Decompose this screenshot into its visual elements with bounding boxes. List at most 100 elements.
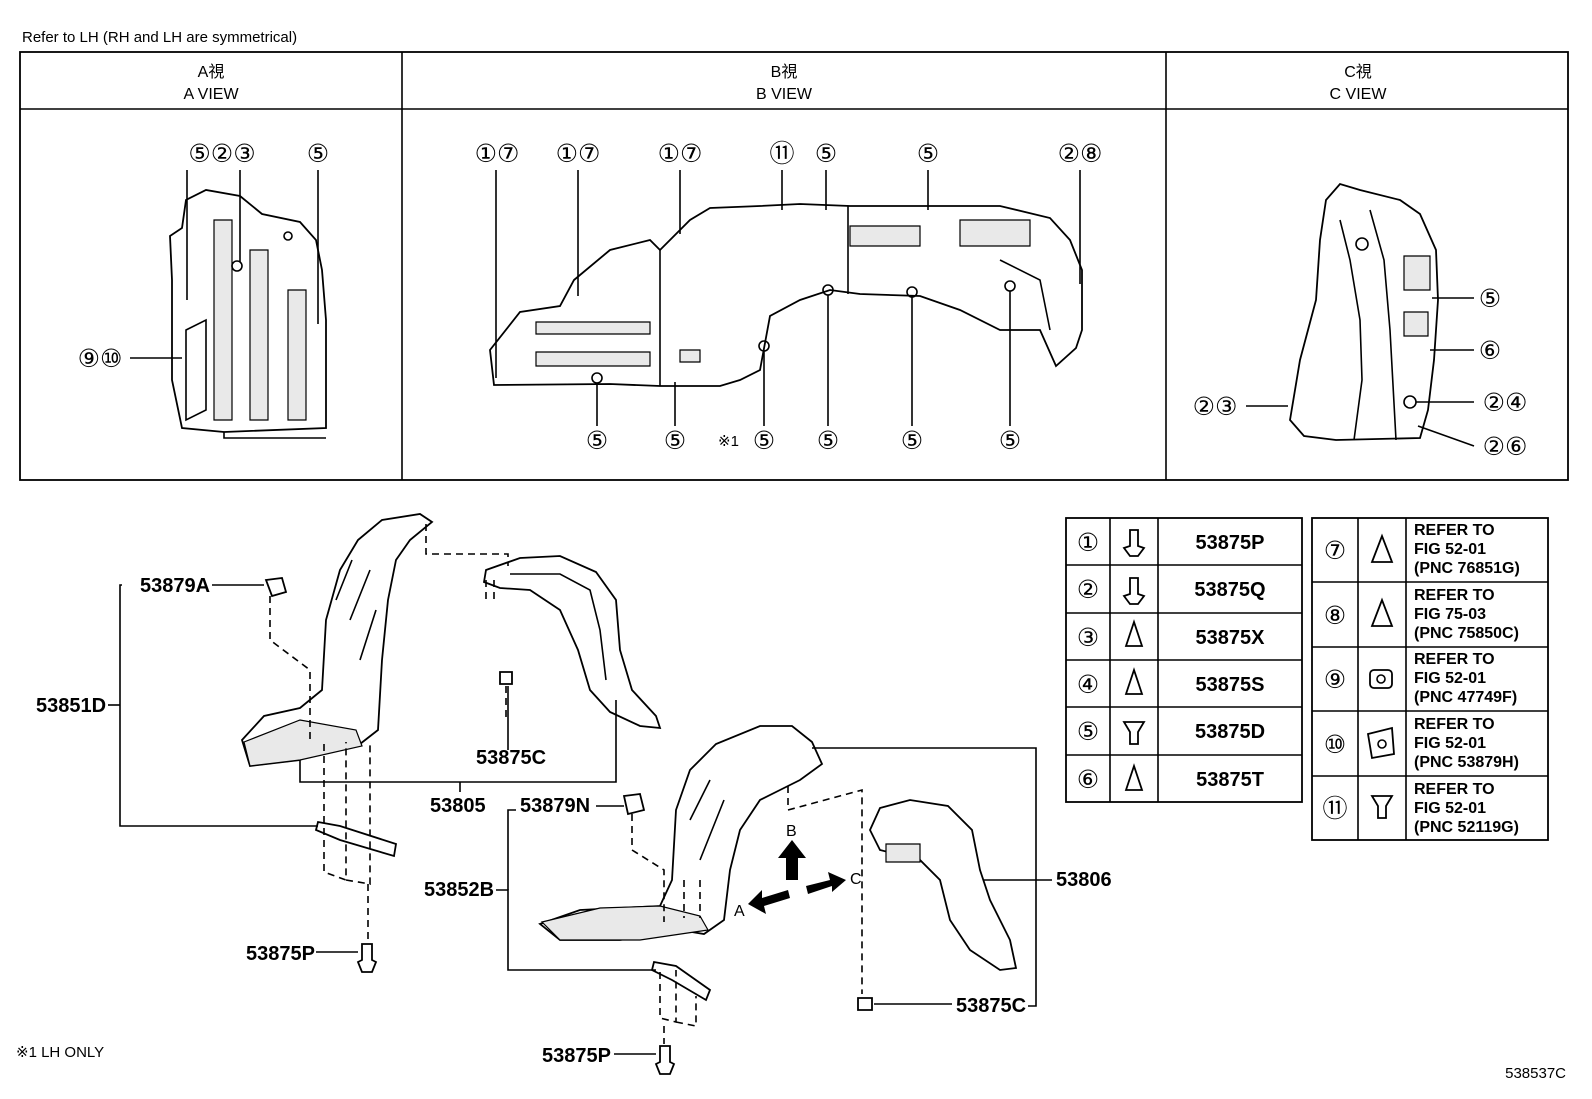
a-callout-523: ⑤②③: [188, 139, 255, 168]
fastener-clip-icon: [1124, 763, 1144, 791]
fastener-screw-icon: [1370, 795, 1394, 819]
front-liner-rear: [482, 555, 662, 730]
b-callout-11: ⑪: [769, 139, 794, 168]
b-view-jp: B視: [771, 63, 798, 81]
legend-ref-7-l1: REFER TO: [1414, 522, 1495, 539]
b-callout-17-a: ①⑦: [475, 139, 520, 168]
legend-ref-10-l2: FIG 52-01: [1414, 735, 1486, 752]
legend-num-7: ⑦: [1324, 536, 1346, 565]
label-53875c-upper: 53875C: [476, 747, 546, 769]
bracket-rear-lower: [650, 960, 712, 1002]
clip-53879a: [264, 577, 288, 598]
bracket-front-lower: [314, 820, 398, 858]
label-53806: 53806: [1056, 869, 1112, 891]
legend-num-11: ⑪: [1322, 794, 1347, 823]
view-table-border: [19, 51, 1569, 481]
legend-pn-4: 53875S: [1196, 674, 1265, 696]
note-lh-only: ※1 LH ONLY: [16, 1044, 104, 1061]
legend-ref-8-l3: (PNC 75850C): [1414, 625, 1519, 642]
b-callout-5-top-a: ⑤: [815, 139, 837, 168]
legend-ref-10-l3: (PNC 53879H): [1414, 754, 1519, 771]
legend-table-fasteners: ① ② ③ ④ ⑤ ⑥ 53875P 53875Q 53875X 53875S …: [1065, 517, 1303, 803]
arrow-c-right: [806, 872, 846, 894]
c-view-en: C VIEW: [1330, 86, 1388, 103]
legend-num-10: ⑩: [1324, 730, 1346, 759]
clip-53879n: [622, 793, 646, 816]
b-callout-17-b: ①⑦: [556, 139, 601, 168]
label-53879n: 53879N: [520, 795, 590, 817]
b-callout-17-c: ①⑦: [658, 139, 703, 168]
fastener-clip-icon: [1124, 619, 1144, 647]
b-view-liner-shape: [489, 203, 1083, 387]
legend-num-2: ②: [1077, 575, 1099, 604]
label-53875p-lower: 53875P: [542, 1045, 611, 1067]
legend-ref-8-l2: FIG 75-03: [1414, 606, 1486, 623]
a-callout-5: ⑤: [307, 139, 329, 168]
legend-ref-10-l1: REFER TO: [1414, 716, 1495, 733]
legend-pn-6: 53875T: [1196, 769, 1264, 791]
b-lh-mark: ※1: [718, 433, 739, 450]
diagram-code: 538537C: [1505, 1065, 1566, 1082]
legend-num-9: ⑨: [1324, 665, 1346, 694]
legend-ref-9-l3: (PNC 47749F): [1414, 689, 1517, 706]
c-callout-6: ⑥: [1479, 336, 1501, 365]
a-view-en: A VIEW: [183, 86, 239, 103]
c-callout-5: ⑤: [1479, 284, 1501, 313]
legend-ref-11-l3: (PNC 52119G): [1414, 819, 1519, 836]
legend-num-6: ⑥: [1077, 765, 1099, 794]
c-callout-26: ②⑥: [1483, 432, 1528, 461]
label-53852b: 53852B: [424, 879, 494, 901]
b-view-en: B VIEW: [756, 86, 813, 103]
bolt-53875c-lower: [857, 997, 873, 1011]
arrow-b-up: [778, 840, 806, 880]
fastener-bolt-icon: [1122, 577, 1146, 605]
legend-num-8: ⑧: [1324, 601, 1346, 630]
b-callout-28: ②⑧: [1058, 139, 1103, 168]
b-callout-5-top-b: ⑤: [917, 139, 939, 168]
legend-ref-9-l2: FIG 52-01: [1414, 670, 1486, 687]
a-view-jp: A視: [198, 63, 225, 81]
exploded-view: B A C 53879A 53851D 53875C 53805 53879N …: [36, 513, 1112, 1075]
a-view-liner-shape: [169, 189, 327, 433]
bolt-53875p-left: [356, 943, 378, 973]
b-callout-5-bot-6: ⑤: [999, 426, 1021, 455]
b-callout-5-bot-3: ⑤: [753, 426, 775, 455]
c-view-drawing: ⑤ ⑥ ②④ ②⑥ ②③: [1193, 182, 1528, 461]
arrow-label-b: B: [786, 823, 797, 840]
b-callout-5-bot-2: ⑤: [664, 426, 686, 455]
arrow-a-left: [748, 890, 790, 914]
note-top: Refer to LH (RH and LH are symmetrical): [22, 29, 297, 46]
label-53805: 53805: [430, 795, 486, 817]
legend-pn-5: 53875D: [1195, 721, 1265, 743]
label-53851d: 53851D: [36, 695, 106, 717]
bolt-53875c-upper: [499, 671, 513, 685]
rear-liner-rear: [869, 799, 1018, 971]
legend-pn-3: 53875X: [1196, 627, 1266, 649]
fastener-bracket-icon: [1366, 726, 1395, 760]
a-callout-910: ⑨⑩: [78, 344, 123, 373]
arrow-label-a: A: [734, 903, 745, 920]
b-callout-5-bot-1: ⑤: [586, 426, 608, 455]
legend-table-references: ⑦ ⑧ ⑨ ⑩ ⑪ REFER TO FIG 52-01 (PNC 76851G…: [1311, 517, 1549, 841]
view-table: A視 A VIEW B視 B VIEW C視 C VIEW: [19, 51, 1569, 481]
rear-liner-upper: [538, 725, 824, 941]
front-liner-upper: [240, 513, 434, 767]
fastener-clip-icon: [1370, 597, 1394, 627]
legend-num-5: ⑤: [1077, 717, 1099, 746]
label-53879a: 53879A: [140, 575, 210, 597]
legend-ref-11-l2: FIG 52-01: [1414, 800, 1486, 817]
c-view-liner-shape: [1289, 182, 1439, 441]
legend-pn-1: 53875P: [1196, 532, 1265, 554]
legend-ref-7-l2: FIG 52-01: [1414, 541, 1486, 558]
legend-num-3: ③: [1077, 623, 1099, 652]
label-53875p-left: 53875P: [246, 943, 315, 965]
a-view-drawing: ⑤②③ ⑤ ⑨⑩: [78, 139, 329, 439]
fastener-nut-icon: [1369, 669, 1393, 689]
fastener-clip-icon: [1370, 533, 1394, 563]
legend-ref-7-l3: (PNC 76851G): [1414, 560, 1520, 577]
fastener-clip-icon: [1124, 667, 1144, 695]
fastener-bolt-icon: [1122, 529, 1146, 557]
c-callout-24: ②④: [1483, 388, 1528, 417]
b-callout-5-bot-5: ⑤: [901, 426, 923, 455]
